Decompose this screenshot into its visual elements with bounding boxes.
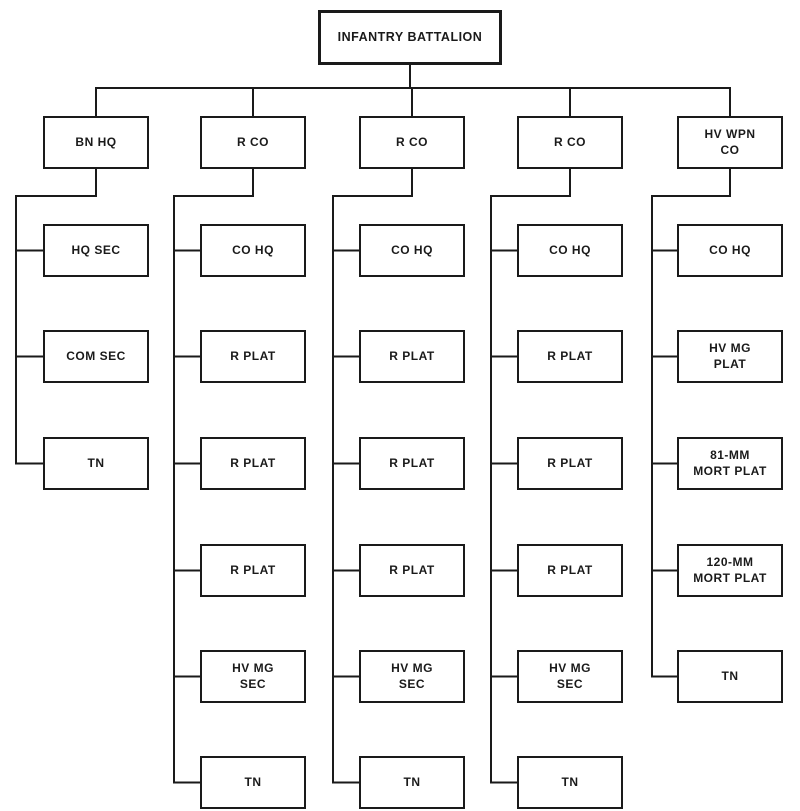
unit-box-label-line: R PLAT [230,562,276,577]
unit-box: CO HQ [517,224,623,277]
unit-box-label-line: 81-MM [710,447,750,462]
unit-box: COM SEC [43,330,149,383]
unit-box: R PLAT [517,437,623,490]
unit-box-label-line: HV MG [709,340,751,355]
unit-box-label-line: SEC [556,676,584,691]
unit-box-label-line: MORT PLAT [693,463,767,478]
unit-box-label-line: R PLAT [389,455,435,470]
unit-box-label-line: CO HQ [391,242,433,257]
unit-box: R PLAT [359,437,465,490]
unit-box-label-line: COM SEC [66,348,126,363]
unit-box-label-line: R PLAT [547,455,593,470]
unit-box: TN [200,756,306,809]
column-head-1-label-line: BN HQ [75,134,117,149]
unit-box: TN [677,650,783,703]
column-head-2-label-line: R CO [237,134,269,149]
unit-box-label-line: MORT PLAT [693,570,767,585]
column-head-2: R CO [200,116,306,169]
unit-box-label-line: R PLAT [547,562,593,577]
unit-box-label-line: TN [721,668,739,683]
unit-box-label-line: SEC [398,676,426,691]
unit-box: R PLAT [200,437,306,490]
unit-box: CO HQ [677,224,783,277]
unit-box: R PLAT [517,330,623,383]
unit-box-label-line: TN [403,774,421,789]
unit-box: R PLAT [359,330,465,383]
unit-box: CO HQ [200,224,306,277]
unit-box-label-line: TN [561,774,579,789]
unit-box: TN [43,437,149,490]
unit-box-label-line: CO HQ [549,242,591,257]
column-head-4-label-line: R CO [554,134,586,149]
unit-box: R PLAT [200,544,306,597]
unit-box-label-line: CO HQ [232,242,274,257]
unit-box: CO HQ [359,224,465,277]
unit-box-label-line: R PLAT [230,455,276,470]
unit-box-label-line: 120-MM [706,554,754,569]
root-label: INFANTRY BATTALION [337,30,483,45]
unit-box: R PLAT [517,544,623,597]
column-head-4: R CO [517,116,623,169]
column-head-5-label-line: HV WPN [704,126,756,141]
unit-box-label-line: TN [87,455,105,470]
unit-box-label-line: HV MG [549,660,591,675]
unit-box: R PLAT [359,544,465,597]
root-node: INFANTRY BATTALION [318,10,502,65]
unit-box: HQ SEC [43,224,149,277]
unit-box-label-line: HV MG [391,660,433,675]
unit-box: R PLAT [200,330,306,383]
unit-box-label-line: PLAT [713,356,747,371]
unit-box-label-line: R PLAT [389,348,435,363]
column-head-3-label-line: R CO [396,134,428,149]
unit-box-label-line: CO HQ [709,242,751,257]
unit-box-label-line: HV MG [232,660,274,675]
column-head-1: BN HQ [43,116,149,169]
unit-box-label-line: R PLAT [547,348,593,363]
unit-box: TN [359,756,465,809]
unit-box: TN [517,756,623,809]
unit-box-label-line: R PLAT [389,562,435,577]
unit-box-label-line: SEC [239,676,267,691]
column-head-5-label-line: CO [720,142,740,157]
column-head-3: R CO [359,116,465,169]
unit-box-label-line: TN [244,774,262,789]
unit-box-label-line: HQ SEC [71,242,121,257]
unit-box-label-line: R PLAT [230,348,276,363]
